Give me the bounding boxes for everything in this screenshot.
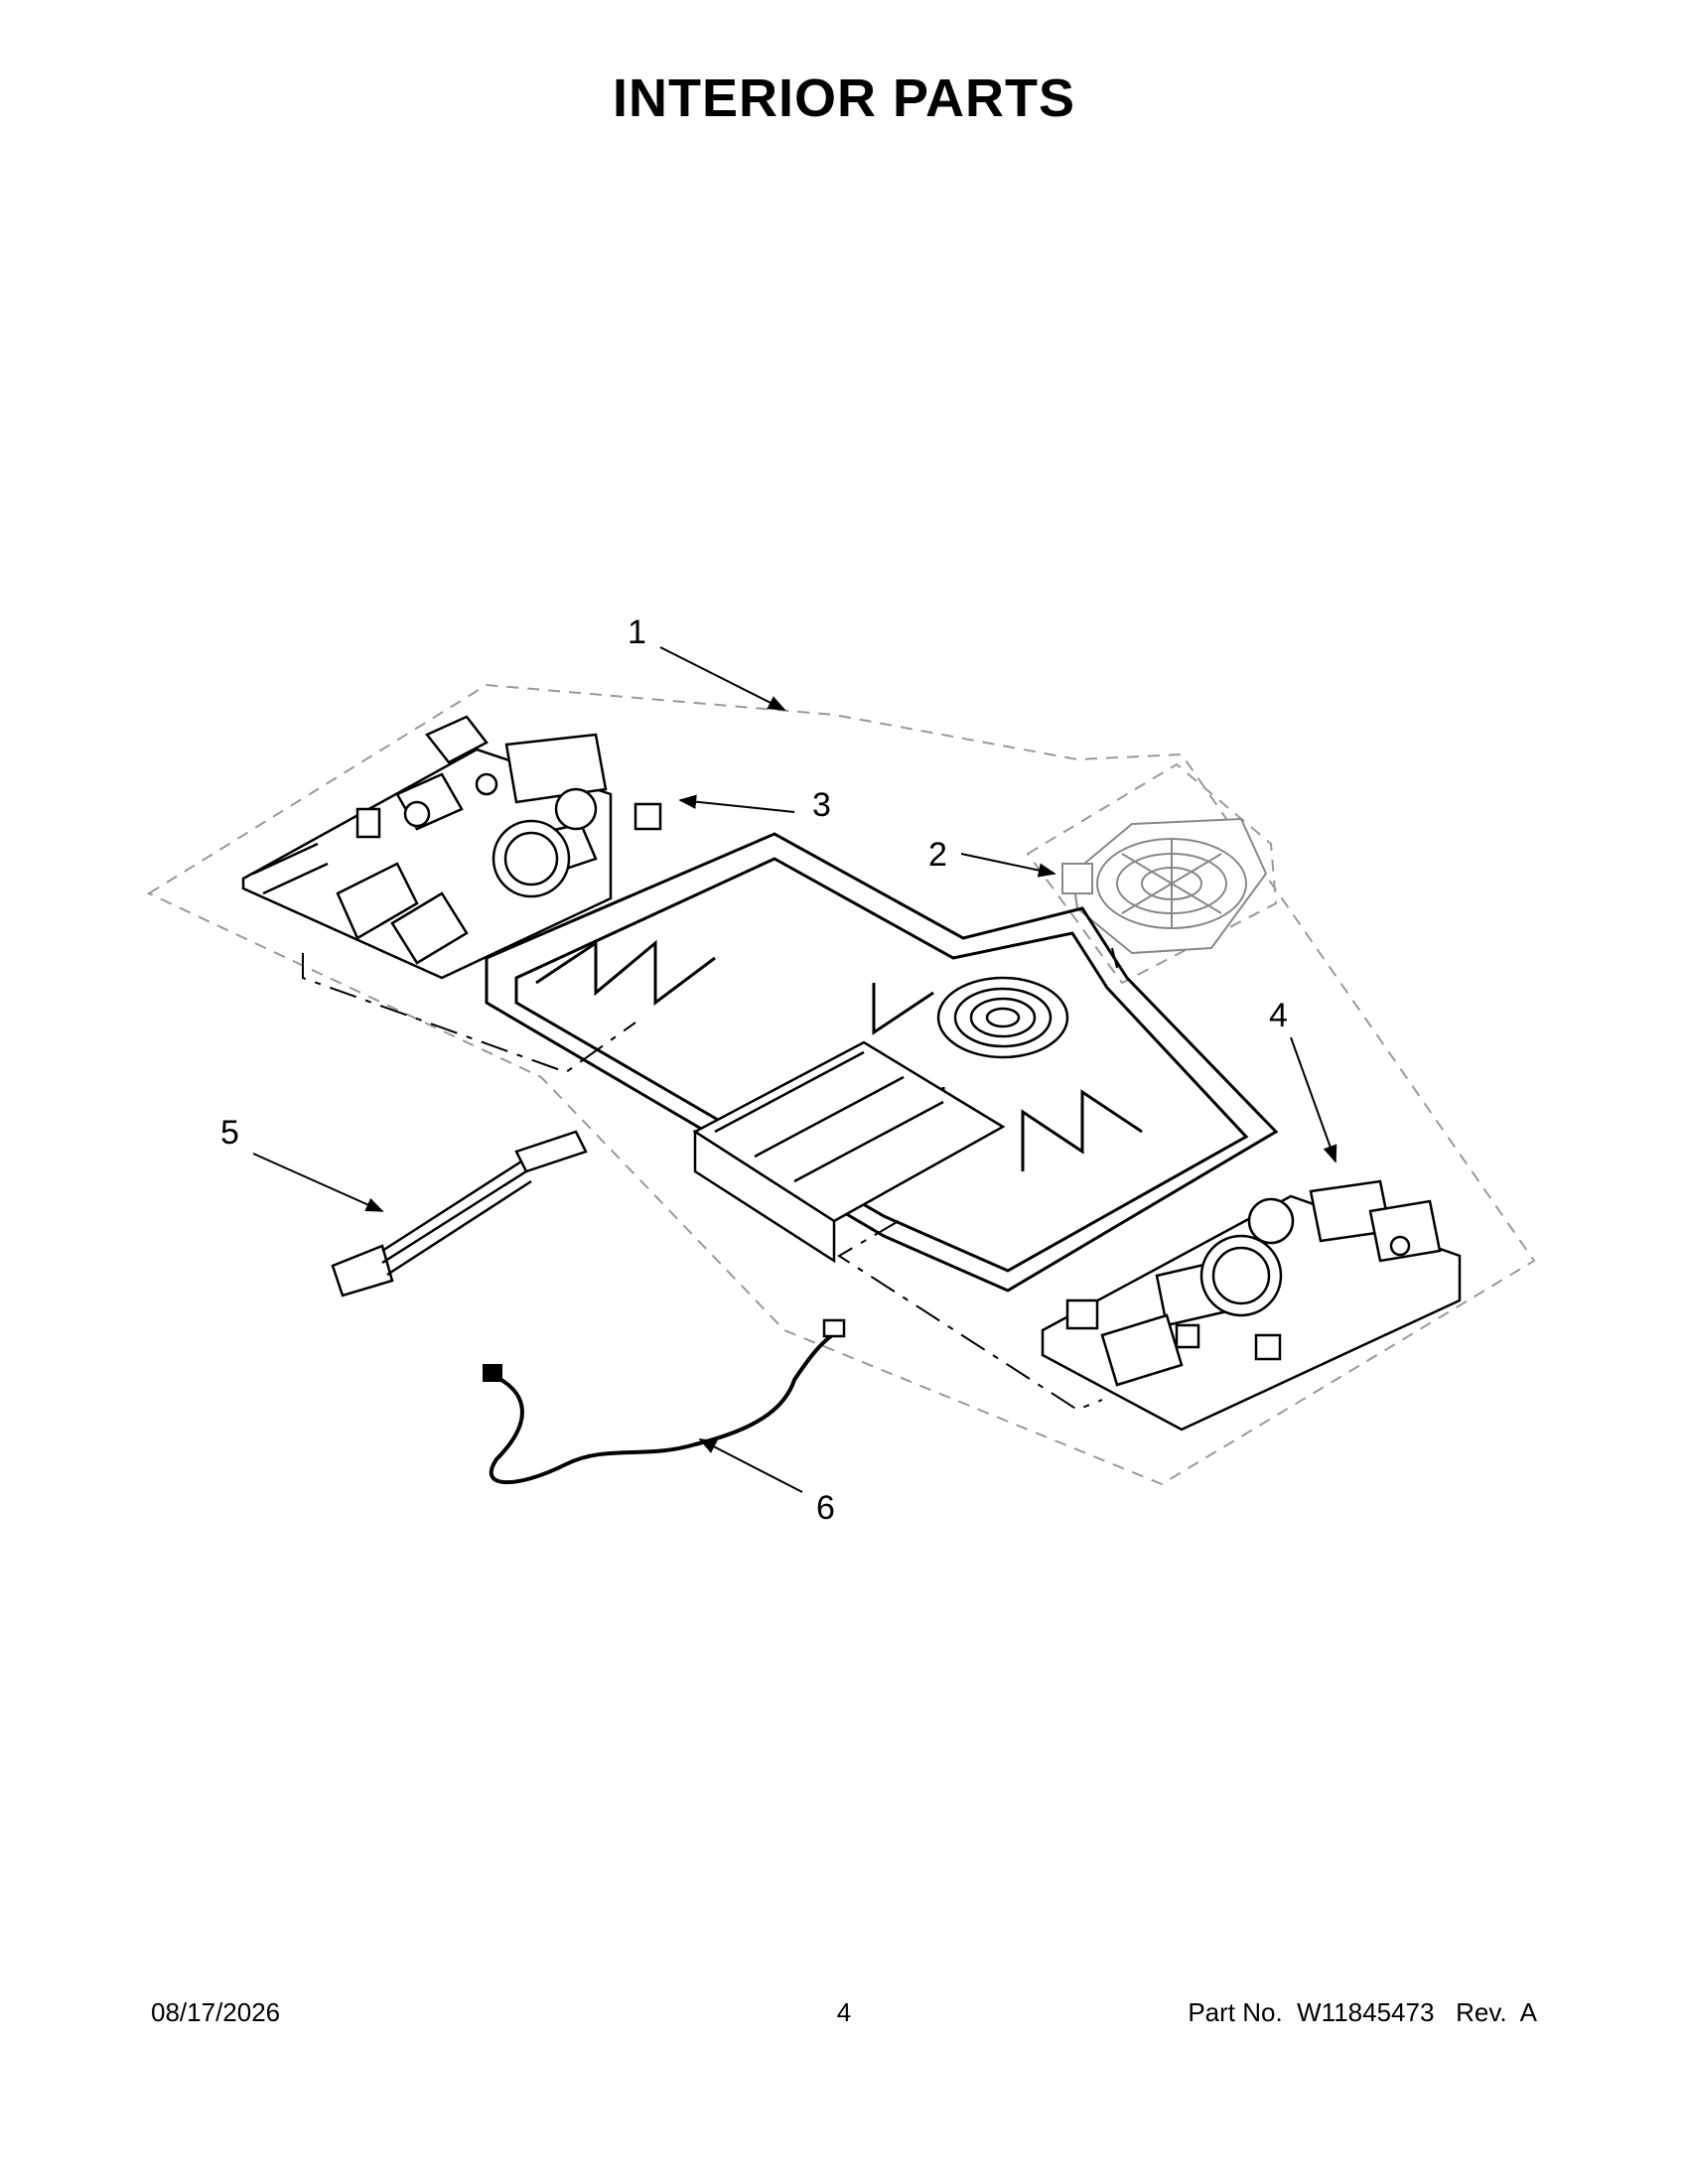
callout-arrow-6: [698, 1438, 803, 1493]
footer-date: 08/17/2026: [151, 1997, 281, 2027]
callout-number-6: 6: [816, 1489, 835, 1527]
callout-arrows: [252, 646, 1337, 1493]
main-tray-frame: [485, 832, 1279, 1293]
sensor-cable: [483, 1318, 846, 1485]
left-control-board: [241, 715, 662, 980]
page-title: INTERIOR PARTS: [612, 68, 1075, 128]
callout-number-4: 4: [1269, 997, 1288, 1034]
assembly-outline: [146, 683, 1536, 1486]
callout-number-5: 5: [220, 1114, 239, 1152]
induction-coil: [936, 976, 1069, 1059]
heat-sink-plates: [692, 1040, 1006, 1264]
callout-arrow-5: [252, 1153, 384, 1212]
callout-arrow-3: [678, 794, 795, 813]
footer-page-number: 4: [836, 1997, 852, 2027]
callout-number-1: 1: [628, 614, 646, 651]
connection-lines: [302, 947, 1118, 1412]
footer-part-number: Part No. W11845473 Rev. A: [1188, 1997, 1537, 2027]
callout-number-3: 3: [812, 786, 831, 824]
callout-number-2: 2: [928, 836, 947, 874]
right-control-board: [1041, 1179, 1462, 1432]
fan-assembly: [1061, 817, 1268, 955]
callout-arrow-4: [1290, 1036, 1337, 1163]
callout-arrow-2: [960, 853, 1056, 878]
callout-arrow-1: [659, 646, 786, 711]
wire-harness: [331, 1130, 588, 1297]
